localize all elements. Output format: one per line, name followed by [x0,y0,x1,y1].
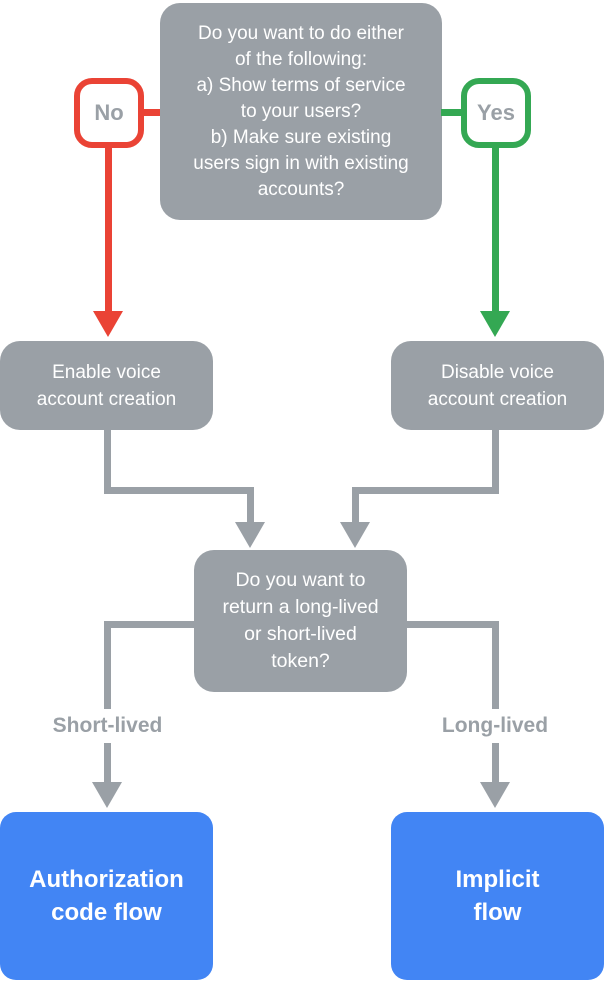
arrowhead-down-green-icon [480,311,510,337]
edge-disable-down [492,430,499,494]
edge-disable-left [352,487,499,494]
edge-short-lived-vertical [104,621,111,785]
short-lived-label: Short-lived [22,709,193,743]
node-top-question: Do you want to do either of the followin… [160,3,442,220]
node-disable-voice-account-creation: Disable voice account creation [391,341,604,430]
arrowhead-down-gray-shortlived-icon [92,782,122,808]
long-lived-label: Long-lived [410,709,580,743]
edge-enable-into-question [247,487,254,524]
edge-enable-down [104,430,111,494]
arrowhead-down-gray-left-icon [235,522,265,548]
edge-yes-vertical [492,144,499,313]
edge-disable-into-question [352,487,359,524]
node-token-question: Do you want to return a long-lived or sh… [194,550,407,692]
edge-no-horizontal [140,109,160,116]
edge-long-lived-horizontal [407,621,499,628]
edge-enable-right [104,487,254,494]
edge-no-vertical [105,144,112,313]
node-authorization-code-flow: Authorization code flow [0,812,213,980]
edge-short-lived-horizontal [104,621,194,628]
arrowhead-down-red-icon [93,311,123,337]
edge-yes-horizontal [441,109,462,116]
yes-badge: Yes [461,78,531,148]
arrowhead-down-gray-right-icon [340,522,370,548]
node-enable-voice-account-creation: Enable voice account creation [0,341,213,430]
node-implicit-flow: Implicit flow [391,812,604,980]
edge-long-lived-vertical [492,621,499,785]
arrowhead-down-gray-longlived-icon [480,782,510,808]
no-badge: No [74,78,144,148]
